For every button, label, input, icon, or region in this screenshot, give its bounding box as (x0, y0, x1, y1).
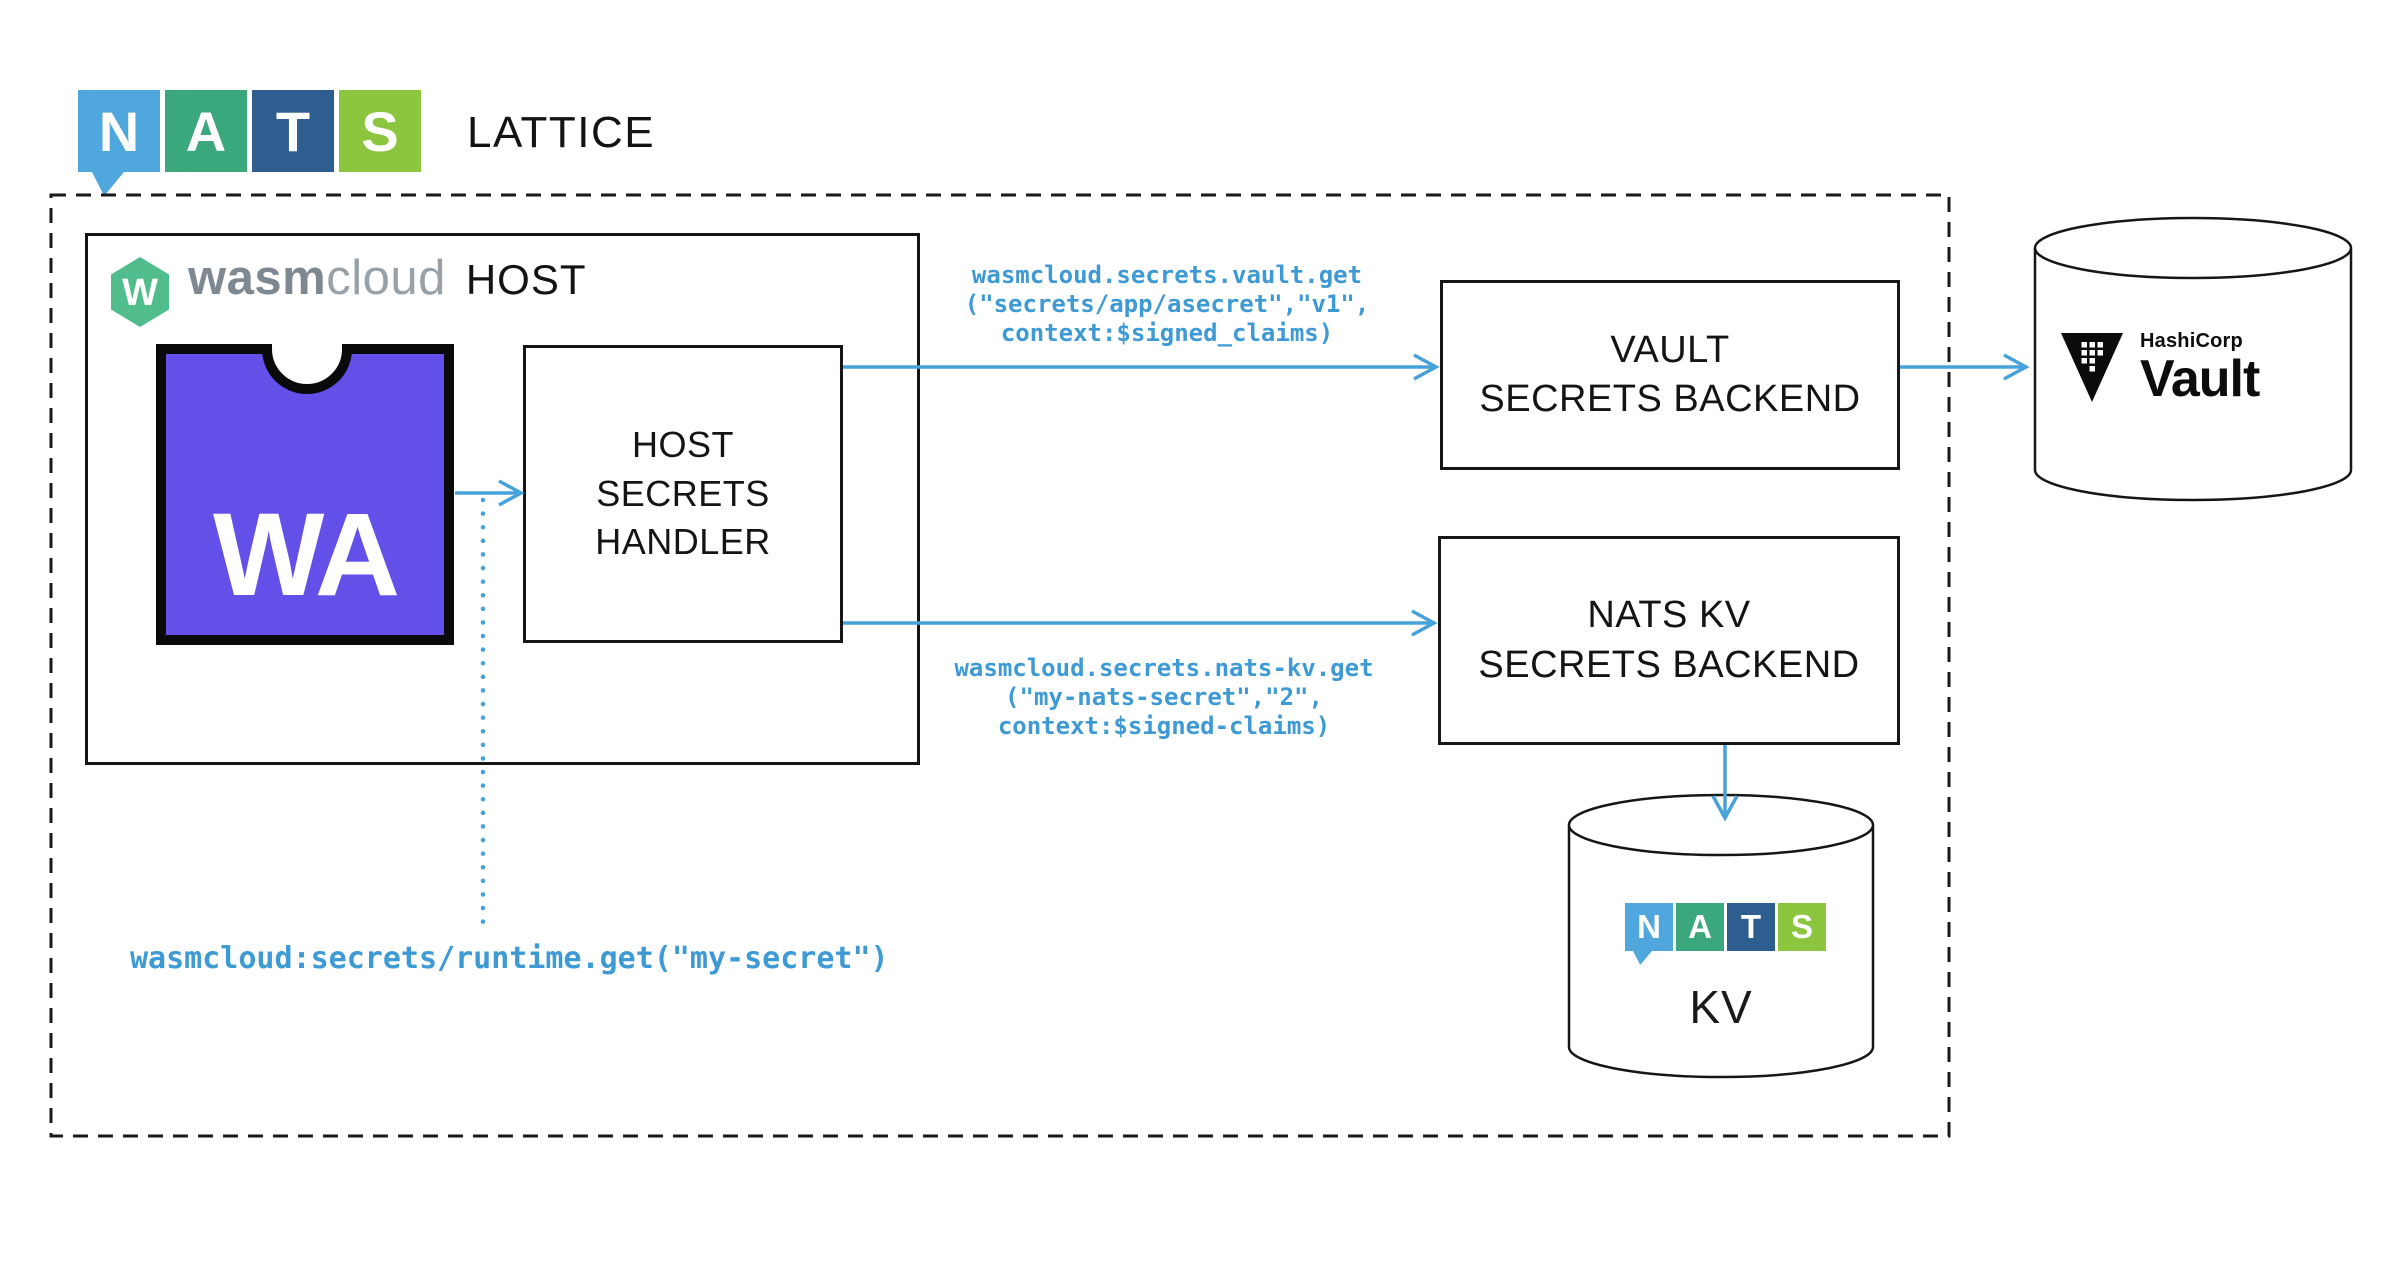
nats-kv-call-line: context:$signed-claims) (997, 712, 1331, 740)
speech-bubble-tail (92, 172, 124, 196)
host-title: HOST (465, 256, 587, 303)
nats-tile-s: S (1778, 903, 1826, 951)
vault-secrets-backend-box: VAULT SECRETS BACKEND (1440, 280, 1900, 470)
hashicorp-vault-logo: HashiCorp Vault (2060, 330, 2330, 405)
nats-letter: T (275, 99, 311, 163)
nats-tile-a: A (165, 90, 247, 172)
nats-letter: A (1688, 908, 1712, 945)
hashicorp-label: HashiCorp (2140, 330, 2243, 352)
host-secrets-handler-box: HOST SECRETS HANDLER (523, 345, 843, 643)
nats-tile-s: S (339, 90, 421, 172)
vault-call-label: wasmcloud.secrets.vault.get ("secrets/ap… (937, 261, 1397, 348)
nats-kv-backend-line: SECRETS BACKEND (1478, 643, 1860, 686)
wasmcloud-brand-cloud: cloud (326, 251, 446, 305)
nats-letter: S (1790, 908, 1813, 945)
nats-tile-a: A (1676, 903, 1724, 951)
vault-call-line: wasmcloud.secrets.vault.get (971, 261, 1363, 289)
arrow-vault-backend-to-vault (1900, 353, 2030, 381)
handler-line: SECRETS (596, 472, 770, 514)
vault-brand-text: HashiCorp Vault (2140, 330, 2260, 408)
wasmcloud-hexagon-icon: W (111, 257, 169, 327)
vault-label: Vault (2140, 350, 2260, 408)
nats-letter: S (361, 99, 399, 163)
vault-backend-line: SECRETS BACKEND (1479, 378, 1861, 420)
nats-kv-call-line: ("my-nats-secret","2", (1005, 683, 1323, 711)
arrow-handler-to-vault-backend (843, 353, 1440, 381)
nats-letter: A (185, 99, 227, 163)
wasmcloud-brand-wasm: wasm (188, 251, 327, 305)
webassembly-wa-logo: WA (156, 344, 454, 645)
runtime-call-label: wasmcloud:secrets/runtime.get("my-secret… (130, 941, 889, 976)
nats-logo-small: N A T S (1625, 903, 1826, 965)
handler-line: HOST (631, 423, 734, 465)
vault-database-cylinder (2033, 216, 2353, 502)
nats-kv-secrets-backend-box: NATS KV SECRETS BACKEND (1438, 536, 1900, 745)
vault-call-line: ("secrets/app/asecret","v1", (964, 290, 1370, 318)
nats-logo: N A T S (78, 90, 421, 196)
wa-letters: WA (213, 489, 398, 621)
nats-letter: T (1740, 908, 1762, 945)
handler-line: HANDLER (595, 521, 771, 563)
nats-letter: N (98, 99, 140, 163)
nats-kv-call-label: wasmcloud.secrets.nats-kv.get ("my-nats-… (934, 654, 1394, 741)
nats-tile-t: T (1727, 903, 1775, 951)
vault-backend-line: VAULT (1610, 328, 1730, 371)
vault-triangle-icon (2061, 332, 2123, 402)
nats-letter: N (1637, 908, 1661, 945)
nats-kv-call-line: wasmcloud.secrets.nats-kv.get (954, 654, 1374, 682)
arrow-handler-to-natskv-backend (843, 609, 1438, 637)
kv-label: KV (1689, 981, 1753, 1033)
nats-tile-n: N (1625, 903, 1673, 965)
svg-text:W: W (122, 272, 158, 314)
lattice-title: LATTICE (467, 108, 656, 157)
vault-call-line: context:$signed_claims) (1000, 319, 1334, 347)
nats-tile-n: N (78, 90, 160, 196)
nats-kv-backend-line: NATS KV (1587, 594, 1751, 637)
nats-tile-t: T (252, 90, 334, 172)
